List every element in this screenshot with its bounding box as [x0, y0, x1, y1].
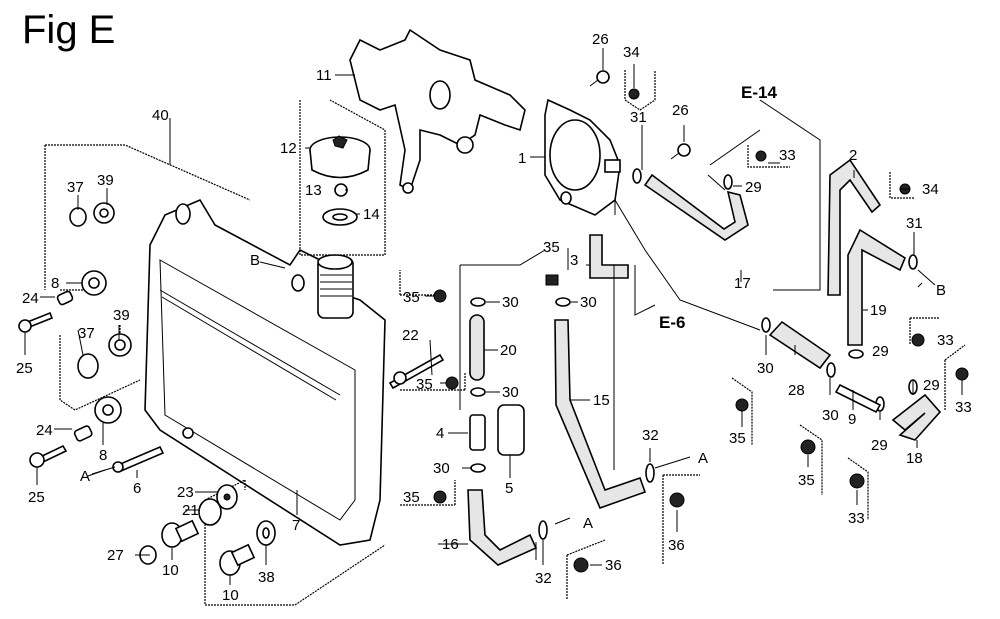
arrow-label-a: A	[80, 468, 90, 485]
callout-13[interactable]: 13	[305, 182, 322, 199]
callout-30[interactable]: 30	[502, 384, 519, 401]
callout-32[interactable]: 32	[642, 427, 659, 444]
callout-35[interactable]: 35	[403, 289, 420, 306]
arrow-label-a: A	[698, 450, 708, 467]
callout-39[interactable]: 39	[97, 172, 114, 189]
callout-37[interactable]: 37	[67, 179, 84, 196]
callout-12[interactable]: 12	[280, 140, 297, 157]
callout-31[interactable]: 31	[906, 215, 923, 232]
callout-24[interactable]: 24	[36, 422, 53, 439]
callout-30[interactable]: 30	[822, 407, 839, 424]
reference-e6[interactable]: E-6	[659, 313, 685, 332]
callout-15[interactable]: 15	[593, 392, 610, 409]
callout-33[interactable]: 33	[779, 147, 796, 164]
callout-5[interactable]: 5	[505, 480, 513, 497]
callout-31[interactable]: 31	[630, 109, 647, 126]
callout-22[interactable]: 22	[402, 327, 419, 344]
callout-10[interactable]: 10	[162, 562, 179, 579]
callout-34[interactable]: 34	[623, 44, 640, 61]
callout-1[interactable]: 1	[518, 150, 526, 167]
callout-21[interactable]: 21	[182, 502, 199, 519]
fuel-tank	[144, 198, 386, 546]
callout-6[interactable]: 6	[133, 480, 141, 497]
callout-7[interactable]: 7	[292, 517, 300, 534]
callout-16[interactable]: 16	[442, 536, 459, 553]
callout-3[interactable]: 3	[570, 252, 578, 269]
hoses	[467, 158, 942, 566]
callout-30[interactable]: 30	[433, 460, 450, 477]
callout-18[interactable]: 18	[906, 450, 923, 467]
callout-33[interactable]: 33	[848, 510, 865, 527]
callout-8[interactable]: 8	[99, 447, 107, 464]
callout-9[interactable]: 9	[848, 411, 856, 428]
figure-title: Fig E	[22, 8, 116, 52]
callout-35[interactable]: 35	[729, 430, 746, 447]
callout-38[interactable]: 38	[258, 569, 275, 586]
callout-33[interactable]: 33	[937, 332, 954, 349]
callout-17[interactable]: 17	[734, 275, 751, 292]
callout-35[interactable]: 35	[416, 376, 433, 393]
callout-10[interactable]: 10	[222, 587, 239, 604]
reference-e14[interactable]: E-14	[741, 83, 777, 102]
callout-37[interactable]: 37	[78, 325, 95, 342]
control-bracket	[349, 28, 526, 194]
callout-35[interactable]: 35	[798, 472, 815, 489]
callout-29[interactable]: 29	[872, 343, 889, 360]
callout-26[interactable]: 26	[672, 102, 689, 119]
callout-27[interactable]: 27	[107, 547, 124, 564]
arrow-label-b: B	[250, 252, 260, 269]
callout-19[interactable]: 19	[870, 302, 887, 319]
callout-40[interactable]: 40	[152, 107, 169, 124]
callout-30[interactable]: 30	[502, 294, 519, 311]
callout-35[interactable]: 35	[403, 489, 420, 506]
fuel-pump	[544, 98, 621, 216]
callout-30[interactable]: 30	[580, 294, 597, 311]
callout-34[interactable]: 34	[922, 181, 939, 198]
fuel-cap	[309, 135, 371, 226]
small-parts	[18, 70, 969, 576]
callout-39[interactable]: 39	[113, 307, 130, 324]
callout-29[interactable]: 29	[923, 377, 940, 394]
arrow-label-a: A	[583, 515, 593, 532]
callout-30[interactable]: 30	[757, 360, 774, 377]
callout-33[interactable]: 33	[955, 399, 972, 416]
callout-25[interactable]: 25	[16, 360, 33, 377]
callout-36[interactable]: 36	[668, 537, 685, 554]
callout-23[interactable]: 23	[177, 484, 194, 501]
callout-25[interactable]: 25	[28, 489, 45, 506]
callout-29[interactable]: 29	[871, 437, 888, 454]
callout-36[interactable]: 36	[605, 557, 622, 574]
callout-8[interactable]: 8	[51, 275, 59, 292]
callout-11[interactable]: 11	[316, 67, 332, 84]
callout-20[interactable]: 20	[500, 342, 517, 359]
callout-32[interactable]: 32	[535, 570, 552, 587]
leader-lines	[24, 48, 966, 600]
callout-4[interactable]: 4	[436, 425, 444, 442]
callout-14[interactable]: 14	[363, 206, 380, 223]
arrow-label-b: B	[936, 282, 946, 299]
callout-26[interactable]: 26	[592, 31, 609, 48]
callout-29[interactable]: 29	[745, 179, 762, 196]
group-bracket-12	[299, 99, 386, 256]
callout-35[interactable]: 35	[543, 239, 560, 256]
callout-28[interactable]: 28	[788, 382, 805, 399]
callout-24[interactable]: 24	[22, 290, 39, 307]
callout-2[interactable]: 2	[849, 147, 857, 164]
